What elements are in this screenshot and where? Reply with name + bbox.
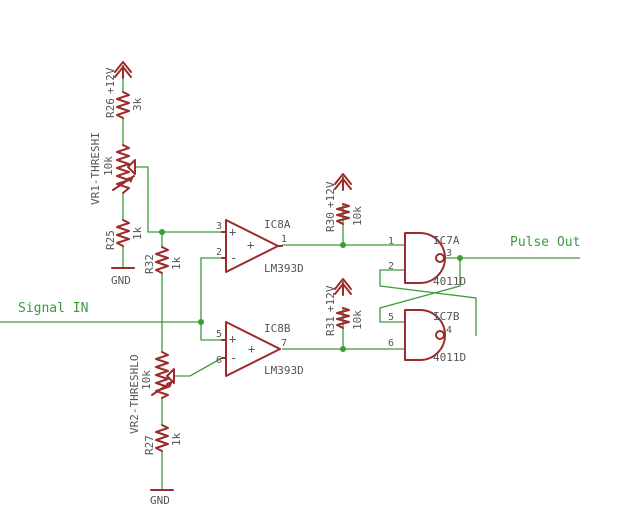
gnd-label-2: GND	[150, 494, 170, 507]
resistor-r30	[336, 203, 350, 225]
nand-gate-ic7a	[404, 232, 446, 284]
resistor-r26	[116, 91, 130, 119]
ic8b-part: LM393D	[264, 364, 304, 377]
r30-value: 10k	[351, 206, 364, 226]
supply-r30	[334, 173, 352, 191]
resistor-r32	[155, 246, 169, 274]
vr2-name: VR2-THRESHLO	[128, 355, 141, 434]
r25-value: 1k	[131, 226, 144, 240]
ic8b-minus-sign: -	[230, 351, 237, 365]
junction-ic8a-out	[340, 242, 346, 248]
wires	[0, 78, 580, 490]
ic7a-pin-3: 3	[446, 248, 452, 259]
r32-value: 1k	[170, 256, 183, 270]
ic7b-pin-5: 5	[388, 312, 394, 323]
ic7a-pin-1: 1	[388, 236, 394, 247]
r26-value: 3k	[131, 97, 144, 111]
junction-r32-top	[159, 229, 165, 235]
ic7a-pin-2: 2	[388, 261, 394, 272]
ic7b-pin-4: 4	[446, 325, 452, 336]
supply-r26	[114, 61, 132, 79]
r30-supply: +12V	[324, 181, 337, 208]
resistor-r27	[155, 424, 169, 452]
ic7a-part: 4011D	[433, 275, 466, 288]
ic8a-name: IC8A	[264, 218, 291, 231]
ic7b-name: IC7B	[433, 310, 460, 323]
wire-vr2-wiper-ic8b-minus	[174, 357, 223, 377]
r31-value: 10k	[351, 310, 364, 330]
ic8b-plus-sign: +	[229, 332, 236, 346]
ic8b-pin-plus: 5	[216, 329, 222, 340]
potentiometer-vr2	[151, 351, 175, 399]
r27-value: 1k	[170, 432, 183, 446]
ic8b-pin-out: 7	[281, 338, 287, 349]
net-label-signal-in: Signal IN	[18, 301, 88, 316]
wire-vr1-wiper-ic8a-plus	[135, 166, 222, 233]
ic7b-part: 4011D	[433, 351, 466, 364]
ic8a-plus-sign: +	[229, 225, 236, 239]
r30-name: R30	[324, 212, 337, 232]
resistor-r31	[336, 307, 350, 329]
vr2-value: 10k	[140, 370, 153, 390]
ic8a-center-plus: +	[247, 238, 254, 252]
wire-cross-2	[379, 260, 461, 323]
ic8a-pin-out: 1	[281, 234, 287, 245]
ic8b-center-plus: +	[248, 342, 255, 356]
ic8b-pin-minus: 6	[216, 355, 222, 366]
nand-gate-ic7b	[404, 309, 446, 361]
comparator-ic8a	[221, 219, 283, 273]
ic7b-pin-6: 6	[388, 338, 394, 349]
ic8b-name: IC8B	[264, 322, 291, 335]
r27-name: R27	[143, 435, 156, 455]
junction-ic8b-out	[340, 346, 346, 352]
junction-signal-in	[198, 319, 204, 325]
supply-r31	[334, 278, 352, 296]
junctions	[159, 229, 463, 352]
ic8a-minus-sign: -	[230, 251, 237, 265]
r31-supply: +12V	[324, 285, 337, 312]
r32-name: R32	[143, 254, 156, 274]
potentiometer-vr1	[112, 144, 136, 194]
r26-supply: +12V	[104, 67, 117, 94]
resistor-r25	[116, 219, 130, 247]
ic8a-pin-minus: 2	[216, 247, 222, 258]
comparator-ic8b	[221, 321, 281, 377]
ic8a-pin-plus: 3	[216, 221, 222, 232]
net-label-pulse-out: Pulse Out	[510, 235, 580, 250]
vr1-name: VR1-THRESHI	[89, 132, 102, 205]
gnd-label-1: GND	[111, 274, 131, 287]
wire-cross-1	[379, 269, 477, 336]
ic7a-name: IC7A	[433, 234, 460, 247]
junction-pulse-out	[457, 255, 463, 261]
r31-name: R31	[324, 316, 337, 336]
r26-name: R26	[104, 98, 117, 118]
vr1-value: 10k	[102, 156, 115, 176]
wire-ic8-minus-plus	[200, 257, 222, 341]
r25-name: R25	[104, 230, 117, 250]
ic8a-part: LM393D	[264, 262, 304, 275]
